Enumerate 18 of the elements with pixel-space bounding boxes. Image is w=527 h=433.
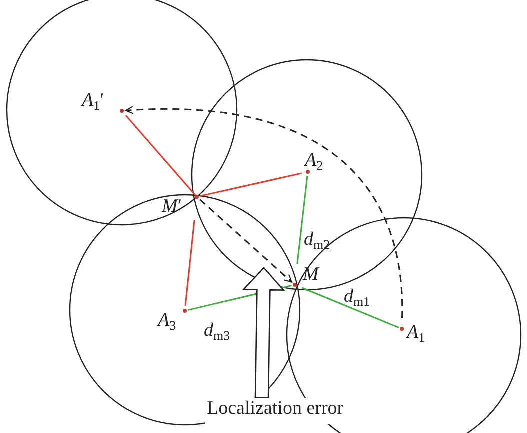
- dashed-arrow: [200, 199, 293, 283]
- distance-line: [184, 220, 196, 306]
- point-label: A$_{2}$: [302, 150, 334, 176]
- edge-label: d$_{m1}$: [344, 286, 370, 308]
- caption-text: Localization error: [205, 398, 346, 424]
- point-label: M: [292, 264, 328, 288]
- edge-label: d$_{m2}$: [304, 229, 330, 251]
- block-arrow: [242, 267, 286, 399]
- distance-line: [200, 172, 302, 198]
- distance-line: [302, 287, 400, 328]
- point-label: A$_{3}$: [156, 306, 188, 336]
- distance-line: [125, 115, 197, 196]
- edge-label: d$_{m3}$: [204, 320, 230, 342]
- point-label: A$_{1}$: [399, 318, 435, 346]
- dashed-arrow: [125, 106, 404, 318]
- distance-line: [296, 176, 308, 264]
- point-label: M′: [160, 196, 200, 220]
- point-label: A$_{1}$′: [80, 90, 126, 116]
